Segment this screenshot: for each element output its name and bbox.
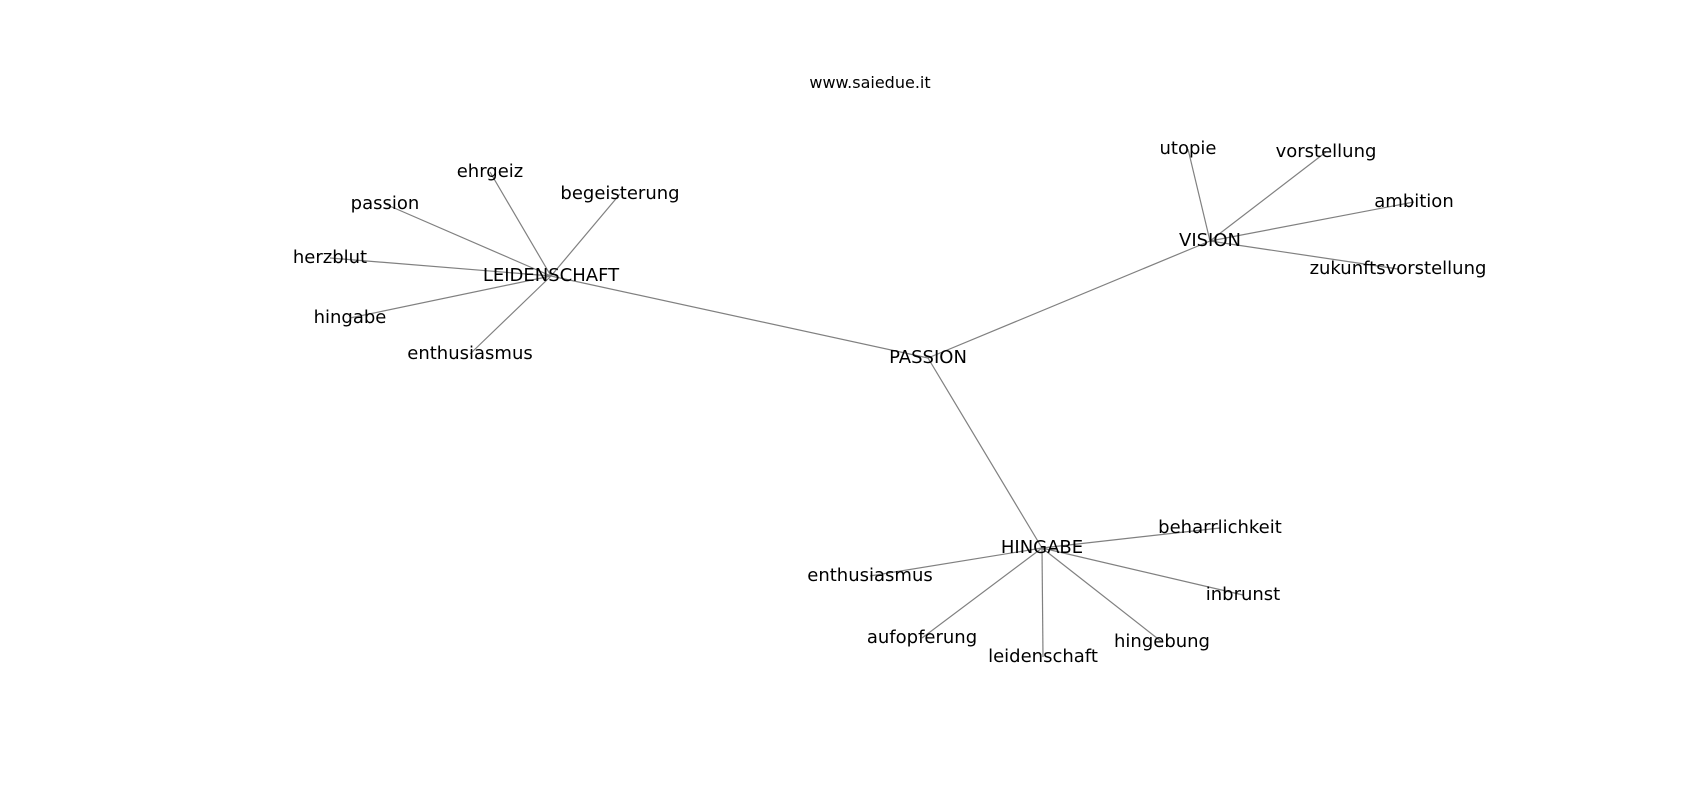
node-label-enthusiasmus-1: enthusiasmus <box>407 343 532 364</box>
edge-leidenschaft_hub-ehrgeiz <box>489 171 552 277</box>
node-label-passion-leaf: passion <box>351 193 420 214</box>
node-label-utopie: utopie <box>1160 138 1217 159</box>
edge-vision_hub-vorstellung <box>1209 151 1327 242</box>
edge-leidenschaft_hub-enthusiasmus_1 <box>469 275 552 355</box>
edge-hingabe_hub-aufopferung <box>921 547 1043 639</box>
edge-passion_root-hingabe_hub <box>927 357 1043 549</box>
edge-passion_root-leidenschaft_hub <box>550 275 929 359</box>
watermark-text: www.saiedue.it <box>809 73 930 92</box>
node-label-vision-hub: VISION <box>1179 230 1241 251</box>
edge-leidenschaft_hub-begeisterung <box>550 193 621 277</box>
node-label-hingebung: hingebung <box>1114 631 1210 652</box>
node-label-beharrlichkeit: beharrlichkeit <box>1158 517 1282 538</box>
node-label-leidenschaft-hub: LEIDENSCHAFT <box>483 265 620 286</box>
node-label-herzblut: herzblut <box>293 247 367 268</box>
edge-leidenschaft_hub-herzblut <box>329 257 552 277</box>
node-label-ambition: ambition <box>1374 191 1453 212</box>
nodes-layer: PASSION LEIDENSCHAFT VISION HINGABE ehrgeiz p… <box>293 138 1487 667</box>
node-label-aufopferung: aufopferung <box>867 627 977 648</box>
node-label-hingabe-hub: HINGABE <box>1001 537 1083 558</box>
edge-hingabe_hub-leidenschaft_leaf <box>1041 547 1044 658</box>
node-label-hingabe-leaf: hingabe <box>314 307 387 328</box>
edge-hingabe_hub-hingebung <box>1041 547 1163 643</box>
edge-vision_hub-ambition <box>1209 201 1415 242</box>
edge-vision_hub-zukunftsvorstellung <box>1209 240 1399 270</box>
edge-leidenschaft_hub-passion_leaf <box>384 203 552 277</box>
edge-hingabe_hub-inbrunst <box>1041 547 1244 596</box>
node-label-begeisterung: begeisterung <box>560 183 679 204</box>
edges-layer <box>329 148 1415 658</box>
edge-vision_hub-utopie <box>1187 148 1211 242</box>
edge-leidenschaft_hub-hingabe_leaf <box>349 275 552 319</box>
node-label-vorstellung: vorstellung <box>1276 141 1377 162</box>
node-label-leidenschaft-leaf: leidenschaft <box>988 646 1098 667</box>
node-label-ehrgeiz: ehrgeiz <box>457 161 524 182</box>
edge-passion_root-vision_hub <box>927 240 1211 359</box>
edge-hingabe_hub-enthusiasmus_2 <box>869 547 1043 577</box>
node-label-enthusiasmus-2: enthusiasmus <box>807 565 932 586</box>
node-label-inbrunst: inbrunst <box>1206 584 1281 605</box>
edge-hingabe_hub-beharrlichkeit <box>1041 527 1221 549</box>
node-label-passion-root: PASSION <box>889 347 967 368</box>
node-label-zukunftsvorstellung: zukunftsvorstellung <box>1310 258 1487 279</box>
